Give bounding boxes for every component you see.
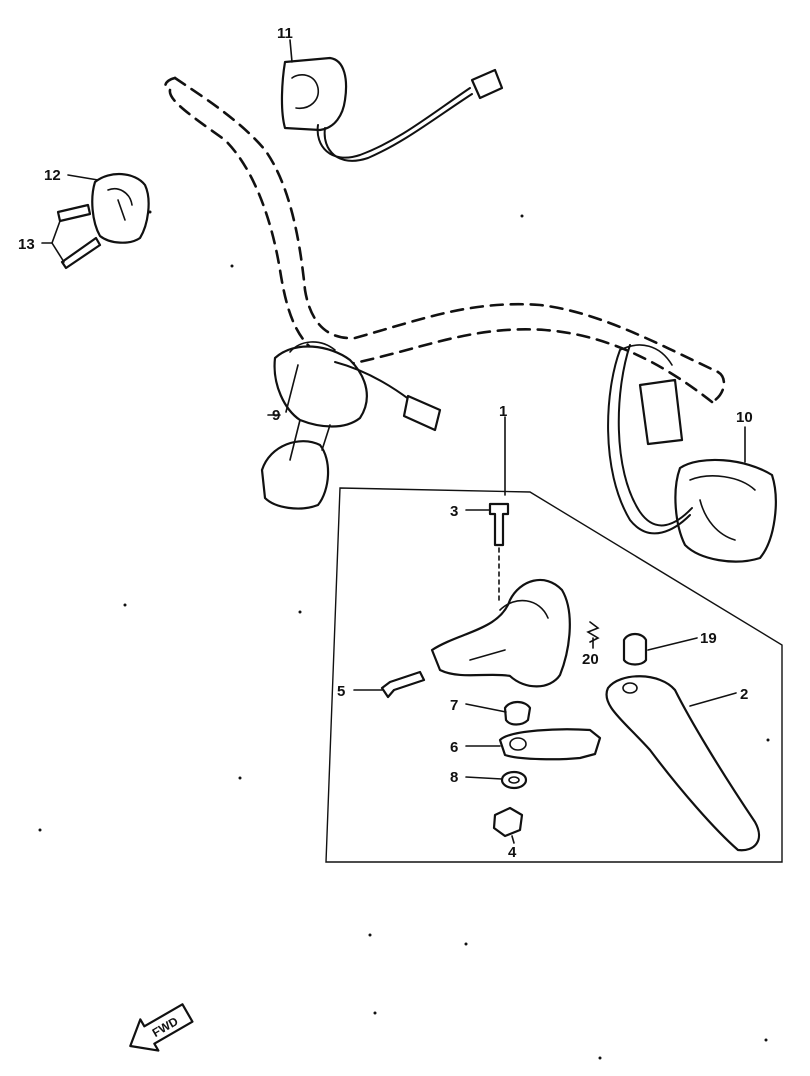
part-2-lever: [605, 675, 761, 852]
part-5-bolt: [380, 670, 426, 699]
callout-20: 20: [582, 651, 599, 668]
part-3-bolt: [488, 502, 510, 601]
part-4-nut: [492, 806, 524, 838]
callout-4: 4: [508, 844, 517, 861]
part-8-washer: [500, 770, 528, 790]
part-12-left-clamp: [91, 173, 150, 244]
handlebar-outline-icon: [164, 76, 726, 404]
callout-1: 1: [499, 403, 507, 420]
part-6-arm: [498, 728, 602, 761]
part-19-collar: [622, 632, 648, 666]
callout-3: 3: [450, 503, 458, 520]
part-20-spring: [586, 621, 600, 643]
callout-12: 12: [44, 167, 61, 184]
callout-7: 7: [450, 697, 458, 714]
callout-10: 10: [736, 409, 753, 426]
callout-11: 11: [277, 25, 293, 42]
fwd-arrow-icon: FWD: [129, 1003, 194, 1052]
part-10-right-switch: [607, 344, 777, 563]
callout-5: 5: [337, 683, 345, 700]
callout-13: 13: [18, 236, 35, 253]
scan-specks: [38, 210, 770, 1060]
leader-lines: [67, 39, 746, 844]
callout-19: 19: [700, 630, 717, 647]
part-9-switch-housing: [260, 341, 442, 510]
inset-frame: [325, 487, 783, 863]
part-7-bushing: [503, 700, 532, 726]
part-1-lever-bracket: [430, 579, 571, 688]
callout-6: 6: [450, 739, 458, 756]
part-13-screws: [41, 203, 102, 270]
callout-9: 9: [272, 407, 280, 424]
callout-2: 2: [740, 686, 748, 703]
part-11-upper-switch: [280, 56, 504, 162]
callout-8: 8: [450, 769, 458, 786]
